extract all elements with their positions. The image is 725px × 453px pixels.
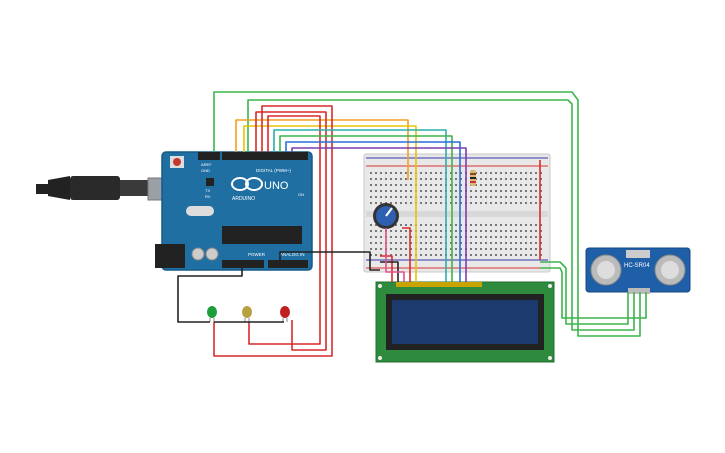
gnd-label: GND bbox=[201, 168, 210, 173]
wire-red-1 bbox=[255, 111, 327, 351]
analog-header bbox=[268, 260, 308, 268]
center-channel bbox=[366, 211, 548, 217]
on-led-label: ON bbox=[298, 192, 304, 197]
lcd-pin-header bbox=[396, 282, 482, 287]
wire-lcd-red bbox=[380, 255, 393, 282]
wire-red-2 bbox=[213, 105, 333, 357]
led-yellow bbox=[242, 306, 252, 322]
wire-green-lcd bbox=[279, 135, 453, 282]
usb-chip bbox=[206, 178, 214, 186]
potentiometer[interactable] bbox=[373, 203, 399, 229]
arduino-brand-label: ARDUINO bbox=[232, 196, 255, 202]
crystal bbox=[186, 206, 214, 216]
lcd-screen bbox=[392, 300, 538, 344]
arduino-logo-left bbox=[231, 177, 249, 191]
sensor-crystal bbox=[626, 250, 650, 258]
wire-green-1 bbox=[213, 91, 641, 337]
wire-pink bbox=[385, 228, 405, 282]
wire-black-led bbox=[177, 268, 243, 323]
wire-black-gnd bbox=[279, 251, 380, 271]
ultrasonic-sensor: HC-SR04 bbox=[585, 247, 691, 294]
power-header bbox=[222, 260, 264, 268]
wire-purple bbox=[291, 147, 467, 282]
led-green bbox=[207, 306, 217, 322]
wire-lcd-red-2 bbox=[402, 227, 411, 282]
digital-label: DIGITAL (PWM~) bbox=[256, 168, 291, 173]
power-jack bbox=[155, 244, 185, 268]
wire-yellow bbox=[243, 125, 417, 282]
capacitor-1 bbox=[191, 247, 205, 261]
wire-orange bbox=[235, 119, 409, 180]
led-red bbox=[280, 306, 290, 322]
rx-led-label: RX bbox=[205, 194, 211, 199]
wire-red-3 bbox=[248, 115, 321, 345]
sensor-pins bbox=[628, 288, 650, 294]
wire-blue bbox=[285, 141, 461, 282]
reset-button-knob[interactable] bbox=[173, 158, 181, 166]
atmega-chip bbox=[222, 226, 302, 244]
lcd-module bbox=[375, 281, 555, 363]
wire-green-4 bbox=[540, 267, 647, 319]
usb-cable bbox=[36, 176, 169, 201]
sensor-model-label: HC-SR04 bbox=[624, 263, 650, 269]
digital-header bbox=[222, 152, 308, 160]
arduino-logo-right bbox=[245, 177, 263, 191]
tx-led-label: TX bbox=[205, 188, 210, 193]
analog-label: ANALOG IN bbox=[280, 252, 305, 257]
arduino-model-label: UNO bbox=[264, 180, 289, 192]
wire-green-2 bbox=[247, 99, 635, 331]
wire-teal bbox=[273, 129, 447, 282]
capacitor-2 bbox=[205, 247, 219, 261]
resistor bbox=[470, 170, 476, 186]
digital-header-2 bbox=[198, 152, 220, 160]
arduino-board: UNO ARDUINO DIGITAL (PWM~) POWER ANALOG … bbox=[155, 151, 313, 271]
wires bbox=[177, 91, 647, 357]
power-label: POWER bbox=[248, 252, 266, 257]
aref-label: AREF bbox=[201, 162, 212, 167]
